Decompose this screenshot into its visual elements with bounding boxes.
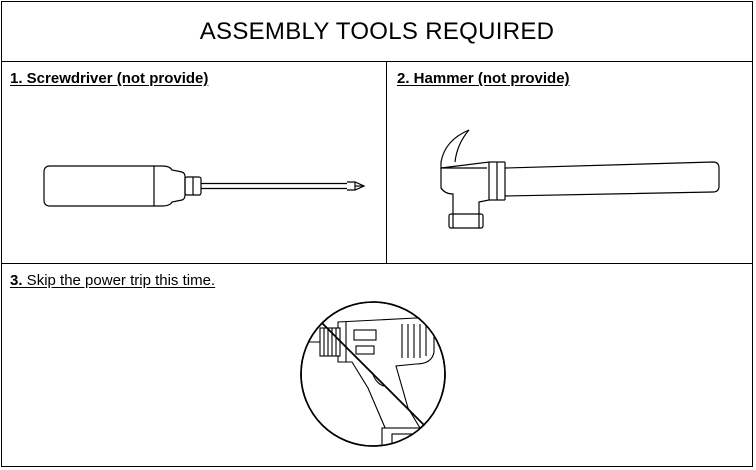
tool-label-hammer: 2. Hammer (not provide) — [397, 70, 570, 87]
page-title: ASSEMBLY TOOLS REQUIRED — [199, 17, 555, 45]
header: ASSEMBLY TOOLS REQUIRED — [2, 2, 752, 62]
tool-cell-screwdriver: 1. Screwdriver (not provide) — [2, 62, 387, 264]
tool-label-screwdriver: 1. Screwdriver (not provide) — [10, 70, 209, 87]
hammer-icon — [440, 129, 720, 229]
no-power-drill-icon — [300, 301, 446, 447]
tool-cell-hammer: 2. Hammer (not provide) — [387, 62, 752, 264]
note-cell-power-tools: 3. Skip the power trip this time. — [2, 264, 752, 466]
screwdriver-icon — [43, 165, 366, 207]
note-label: 3. Skip the power trip this time. — [10, 272, 216, 289]
